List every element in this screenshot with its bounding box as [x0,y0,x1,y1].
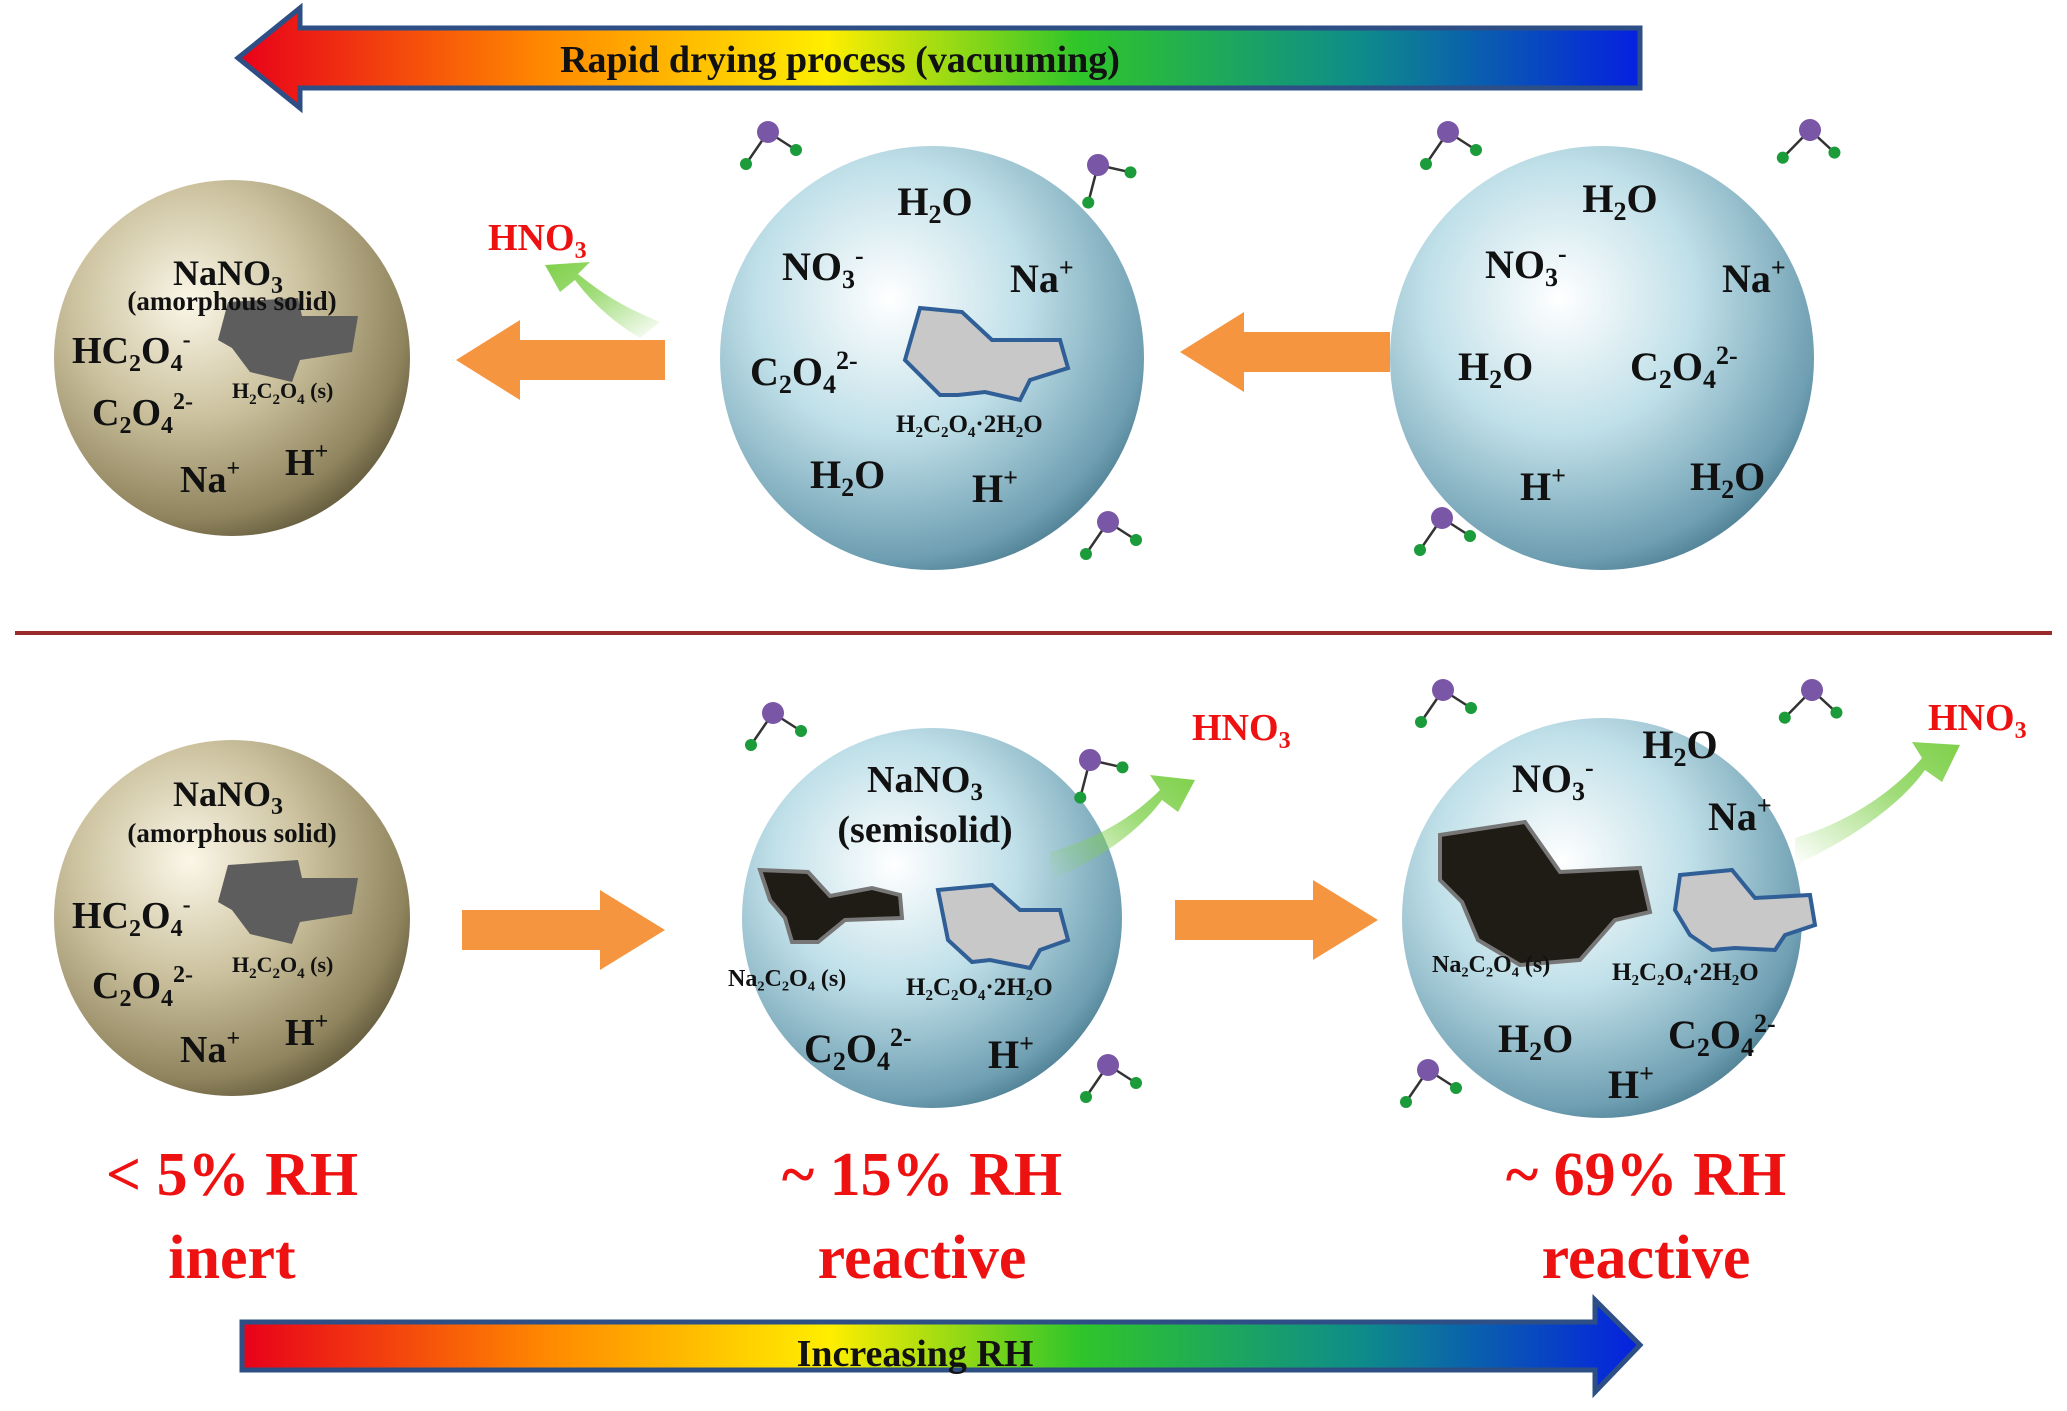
hno3-release-arrow-top [545,262,660,338]
amorphous-solid-label: (amorphous solid) [127,286,336,316]
sodium-oxalate-crystal [1438,819,1653,968]
top-dry-particle [54,180,410,536]
hno3-label-top: HNO3 [488,217,587,264]
bottom-process-arrow-left [462,890,665,970]
h-label: H+ [1520,461,1566,509]
no3-label: NO3- [1485,239,1567,292]
svg-text:H+: H+ [285,439,328,484]
increasing-rh-label: Increasing RH [797,1333,1034,1375]
semisolid-label: (semisolid) [837,809,1012,851]
hno3-release-arrow-bottom-right [1795,742,1960,865]
oxalic-acid-dihydrate-crystal [1672,867,1818,953]
nano3-label: NaNO3 [173,774,283,820]
na2c2o4-label: Na₂C₂O₄ (s) [1432,952,1550,978]
na2c2o4-label: Na₂C₂O₄ (s) [728,966,846,992]
top-dry-particle-labels: NaNO3 (amorphous solid) HC2O4- C2O42- Na… [72,253,337,501]
amorphous-solid-label: (amorphous solid) [127,818,336,848]
h2o-label: H2O [1458,344,1533,394]
drying-process-label: Rapid drying process (vacuuming) [560,39,1120,81]
condition-rh-2: ~ 15% RH [782,1141,1062,1209]
water-molecule [1078,509,1144,562]
water-molecule [1078,1052,1144,1105]
svg-text:NaNO3: NaNO3 [173,253,283,299]
condition-state-3: reactive [1542,1224,1751,1292]
crystal-label: H₂C₂O₄·2H₂O [906,974,1053,1001]
hc2o4-label: HC [72,330,129,372]
condition-rh-3: ~ 69% RH [1506,1141,1786,1209]
condition-rh-1: < 5% RH [106,1141,358,1209]
condition-state-2: reactive [818,1224,1027,1292]
h2o-label: H2O [1498,1016,1573,1066]
water-molecule [738,119,804,172]
no3-label: NO3- [1512,753,1594,806]
c2o4-label: C2O42- [750,346,858,399]
water-molecule [1774,113,1847,175]
solid-oxalic-acid-crystal [218,298,358,382]
drying-process-arrow [234,2,1643,114]
h2o-label: H2O [897,179,972,229]
h2o-label: H2O [1582,176,1657,226]
h-label: H+ [285,1009,328,1054]
bottom-process-arrow-right [1175,880,1378,960]
na-label: Na+ [1708,791,1772,839]
hc2o4-label: HC2O4- [72,892,191,942]
h2c2o4-solid-label: H2C2O4 (s) [232,952,333,982]
bottom-mid-wet-particle [742,728,1122,1108]
c2o4-label: C2O42- [92,962,193,1012]
top-process-arrow-left [456,320,665,400]
hno3-release-arrow-bottom-mid [1050,775,1195,880]
water-molecule [743,700,809,753]
h2o-label: H2O [810,452,885,502]
oxalic-acid-dihydrate-crystal [935,882,1071,971]
top-right-wet-particle [1390,146,1814,570]
c2o4-label: C2O42- [1668,1009,1776,1062]
svg-text:C2O42-: C2O42- [92,389,193,439]
na-label: Na+ [1010,253,1074,301]
oxalic-acid-dihydrate-crystal [902,305,1071,403]
nano3-label: NaNO [173,253,271,293]
na-label: Na+ [1722,253,1786,301]
nano3-label: NaNO3 [867,759,983,806]
c2o4-label: C2O42- [804,1023,912,1076]
condition-state-1: inert [168,1224,296,1292]
water-molecule [1418,119,1484,172]
sodium-oxalate-crystal [757,867,905,944]
crystal-label: H₂C₂O₄·2H₂O [1612,959,1759,986]
water-molecule [1413,677,1479,730]
water-molecule [1398,1057,1464,1110]
water-molecule [1776,673,1849,735]
h-label: H+ [988,1029,1034,1077]
h2c2o4-solid-label: H2C2O4 (s) [232,378,333,408]
solid-oxalic-acid-crystal [218,860,358,944]
na-label: Na+ [180,1026,240,1071]
svg-text:Na+: Na+ [180,456,240,501]
svg-text:HC2O4-: HC2O4- [72,327,191,377]
c2o4-label: C [92,392,119,434]
increasing-rh-arrow [239,1293,1644,1399]
no3-label: NO3- [782,241,864,294]
na-label: Na [180,459,226,501]
water-molecule [1066,141,1145,212]
top-process-arrow-right [1180,312,1390,392]
crystal-label: H₂C₂O₄·2H₂O [896,411,1043,438]
h-label: H [285,442,315,484]
h2o-label: H2O [1642,722,1717,772]
h-label: H+ [1608,1059,1654,1107]
hno3-label-bottom-right: HNO3 [1928,697,2027,744]
c2o4-label: C2O42- [1630,341,1738,394]
hno3-label-bottom-mid: HNO3 [1192,707,1291,754]
h2o-label: H2O [1690,454,1765,504]
h-label: H+ [972,463,1018,511]
bottom-dry-particle: NaNO3 (amorphous solid) HC2O4- C2O42- Na… [54,740,410,1096]
